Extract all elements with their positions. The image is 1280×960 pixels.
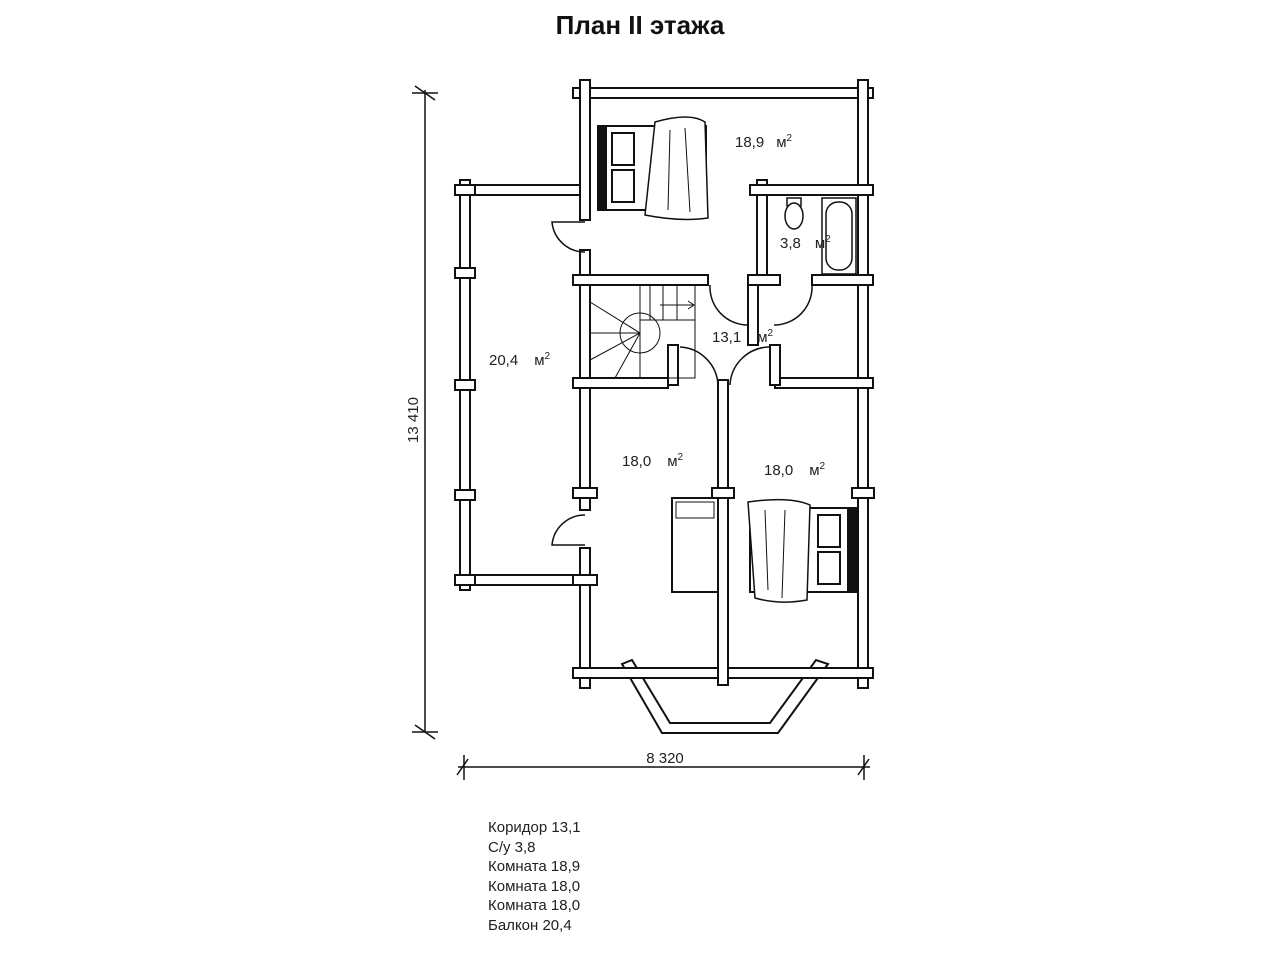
doors <box>551 221 813 546</box>
dimension-horizontal <box>456 755 870 780</box>
legend-item: Комната 18,0 <box>488 877 581 895</box>
bathtub-icon <box>821 197 857 275</box>
double-bed-icon <box>597 116 709 221</box>
legend-item: Комната 18,0 <box>488 897 581 914</box>
walls <box>454 79 875 734</box>
dimension-width-label: 8 320 <box>646 750 684 767</box>
dimension-height-label: 13 410 <box>405 397 422 443</box>
legend-item: Балкон 20,4 <box>488 916 572 934</box>
area-legend: Коридор 13,1 С/у 3,8 Комната 18,9 Комнат… <box>488 818 581 935</box>
toilet-icon <box>784 197 804 230</box>
legend-item: Коридор 13,1 <box>488 819 581 836</box>
single-bed-icon <box>671 497 719 593</box>
legend-item: С/у 3,8 <box>488 838 536 856</box>
staircase <box>589 284 696 379</box>
double-bed-icon <box>747 498 857 603</box>
legend-item: Комната 18,9 <box>488 858 581 875</box>
dimension-vertical <box>412 85 438 740</box>
page-title: План II этажа <box>555 10 725 40</box>
